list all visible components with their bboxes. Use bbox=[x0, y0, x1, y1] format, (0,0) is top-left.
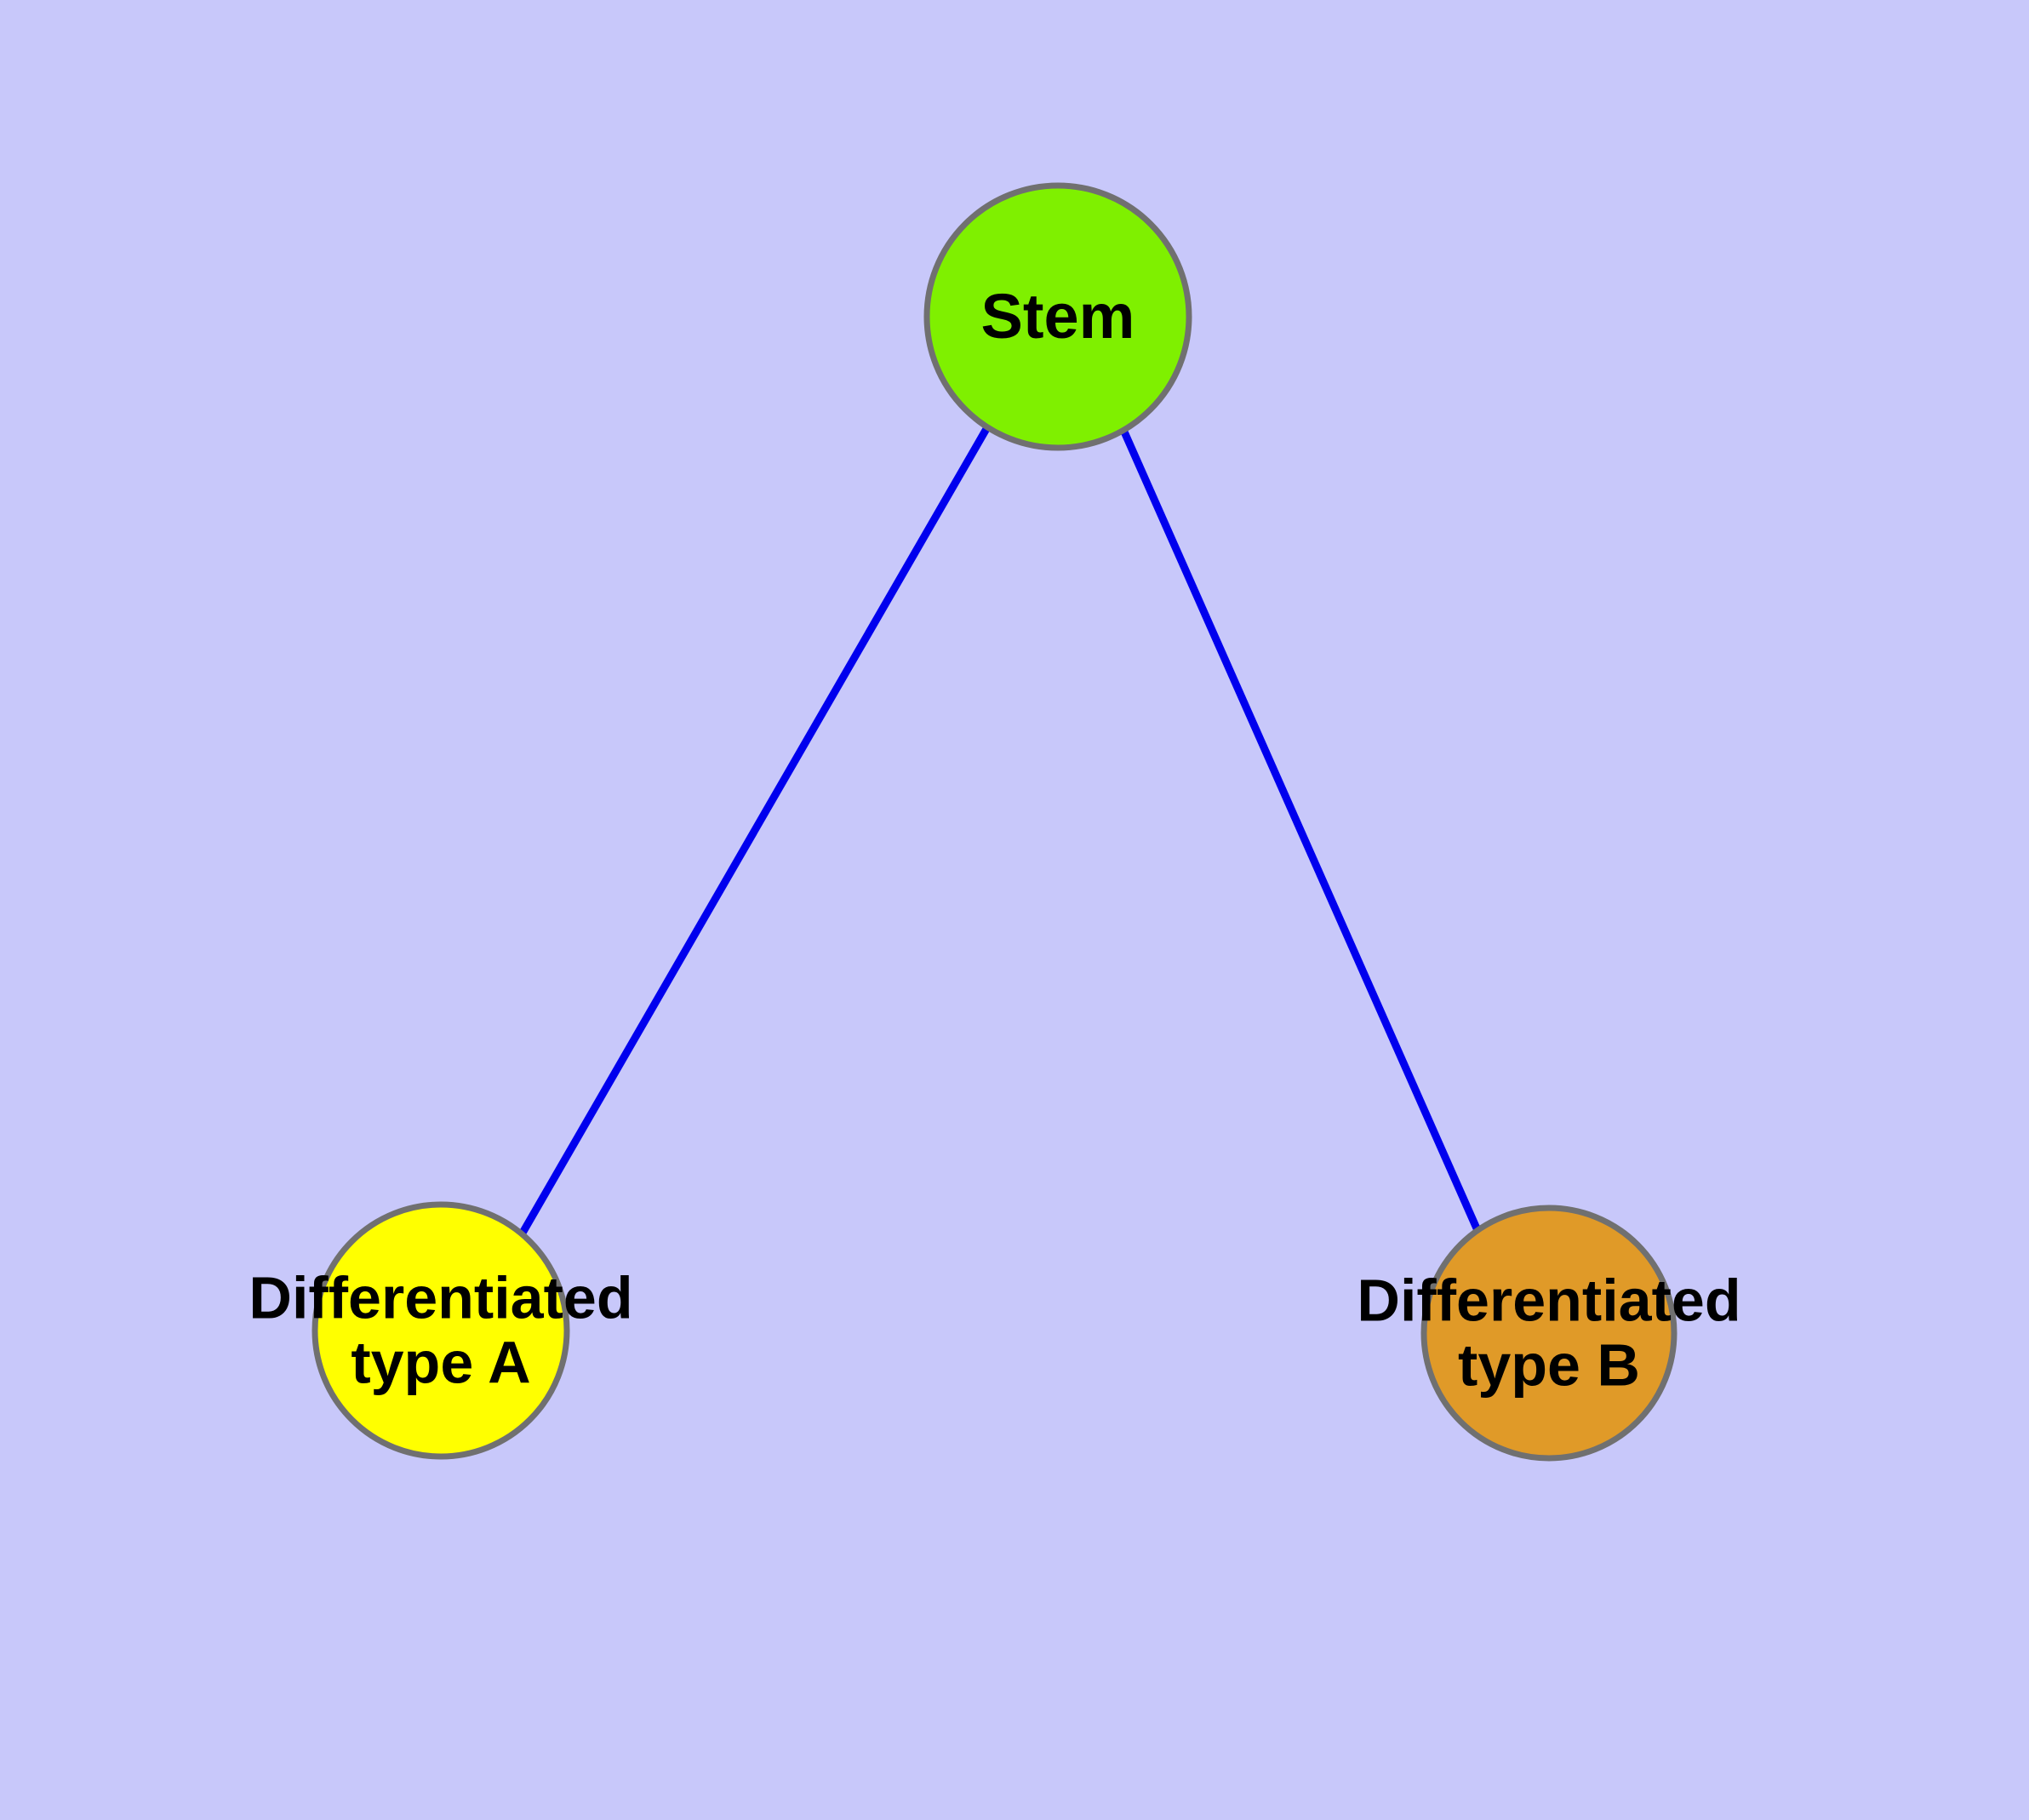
nodes-group bbox=[311, 182, 1677, 1462]
edges-group bbox=[518, 425, 1481, 1237]
graph-node-diff_a[interactable] bbox=[311, 1201, 570, 1460]
graph-node-stem[interactable] bbox=[923, 182, 1192, 451]
graph-node-diff_b[interactable] bbox=[1420, 1205, 1677, 1462]
graph-edge-stem-to-diff-a[interactable] bbox=[518, 425, 991, 1237]
graph-edge-stem-to-diff-b[interactable] bbox=[1119, 428, 1481, 1230]
